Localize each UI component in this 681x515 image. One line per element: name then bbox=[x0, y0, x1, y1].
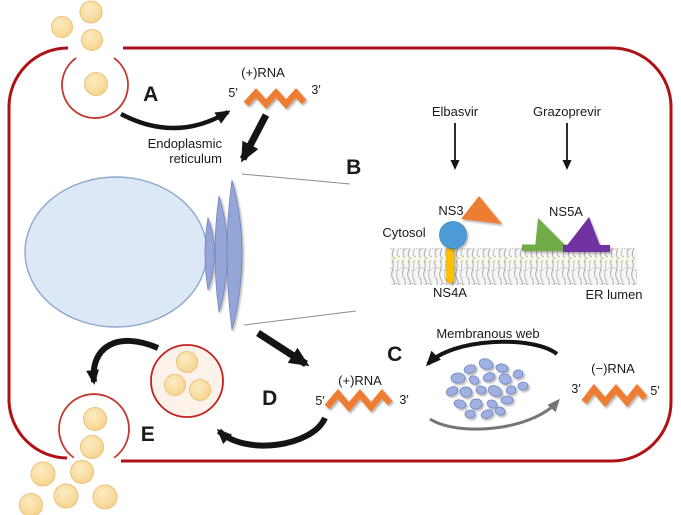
arrow-rna-to-assembly bbox=[216, 416, 328, 449]
ns5a-dimer-icon bbox=[522, 217, 610, 252]
virus-particles bbox=[19, 0, 118, 515]
arrow-replication-forward bbox=[425, 339, 559, 367]
plus-rna-top-label: (+)RNA bbox=[241, 65, 285, 80]
step-label-b: B bbox=[346, 156, 362, 179]
plus-rna-mid-label: (+)RNA bbox=[338, 373, 382, 388]
virion-icon bbox=[176, 351, 198, 373]
er-arcs-icon bbox=[204, 179, 243, 331]
protein-label-ns5a: NS5A bbox=[549, 204, 583, 219]
plus-rna-mid-5prime: 5′ bbox=[315, 394, 325, 408]
rna-zigzags bbox=[243, 88, 648, 413]
plus-rna-mid-3prime: 3′ bbox=[399, 393, 409, 407]
plus-rna-top-icon bbox=[243, 88, 307, 109]
lipid-bilayer-icon bbox=[390, 248, 637, 285]
virion-icon bbox=[164, 374, 186, 396]
er-label: Endoplasmic reticulum bbox=[147, 136, 222, 166]
er-membrane-inset bbox=[390, 123, 637, 285]
ns4a-anchor-icon bbox=[446, 245, 455, 284]
ns3-helicase-icon bbox=[439, 221, 467, 249]
minus-rna-5prime: 5′ bbox=[650, 384, 660, 398]
minus-rna-3prime: 3′ bbox=[571, 382, 581, 396]
arrow-entry-to-rna bbox=[119, 110, 231, 131]
plus-rna-top-3prime: 3′ bbox=[311, 83, 321, 97]
assembly-vesicle bbox=[150, 344, 224, 418]
flow-arrows bbox=[86, 110, 560, 449]
entry-vesicle-icon bbox=[61, 57, 129, 119]
step-label-a: A bbox=[143, 83, 159, 106]
arrow-rna-to-er bbox=[239, 113, 270, 163]
step-label-c: C bbox=[387, 343, 403, 366]
protein-label-ns3: NS3 bbox=[438, 203, 464, 218]
virion-icon bbox=[79, 0, 103, 24]
step-label-e: E bbox=[140, 423, 156, 446]
exit-vesicle-icon bbox=[58, 393, 130, 459]
plus-rna-mid-icon bbox=[324, 388, 393, 413]
arrow-er-to-translation bbox=[256, 330, 310, 367]
plus-rna-top-5prime: 5′ bbox=[228, 86, 238, 100]
membranous-web-icon bbox=[445, 358, 529, 419]
arrow-assembly-to-exit bbox=[86, 337, 160, 385]
virion-icon bbox=[51, 16, 73, 38]
nucleus bbox=[24, 176, 208, 328]
minus-rna-icon bbox=[581, 383, 648, 408]
er-lumen-label: ER lumen bbox=[585, 287, 643, 302]
virion-icon bbox=[92, 484, 118, 510]
protein-label-ns4a: NS4A bbox=[433, 285, 467, 300]
virion-icon bbox=[30, 461, 56, 487]
virion-icon bbox=[80, 435, 104, 459]
virion-icon bbox=[189, 379, 211, 401]
virion-icon bbox=[53, 483, 79, 509]
virion-icon bbox=[70, 460, 94, 484]
inset-callout-lines bbox=[241, 173, 357, 326]
arrow-replication-back bbox=[429, 398, 560, 431]
drug-label-elbasvir: Elbasvir bbox=[431, 104, 479, 119]
cell-membrane bbox=[7, 46, 673, 463]
virion-icon bbox=[81, 29, 103, 51]
virion-icon bbox=[83, 407, 107, 431]
minus-rna-label: (−)RNA bbox=[591, 361, 635, 376]
virion-icon bbox=[19, 493, 43, 515]
cytosol-label: Cytosol bbox=[382, 225, 426, 240]
membranous-web-label: Membranous web bbox=[436, 326, 540, 341]
ns3-protease-icon bbox=[461, 196, 502, 224]
virion-icon bbox=[84, 72, 108, 96]
drug-label-grazoprevir: Grazoprevir bbox=[533, 104, 601, 119]
step-label-d: D bbox=[262, 387, 278, 410]
